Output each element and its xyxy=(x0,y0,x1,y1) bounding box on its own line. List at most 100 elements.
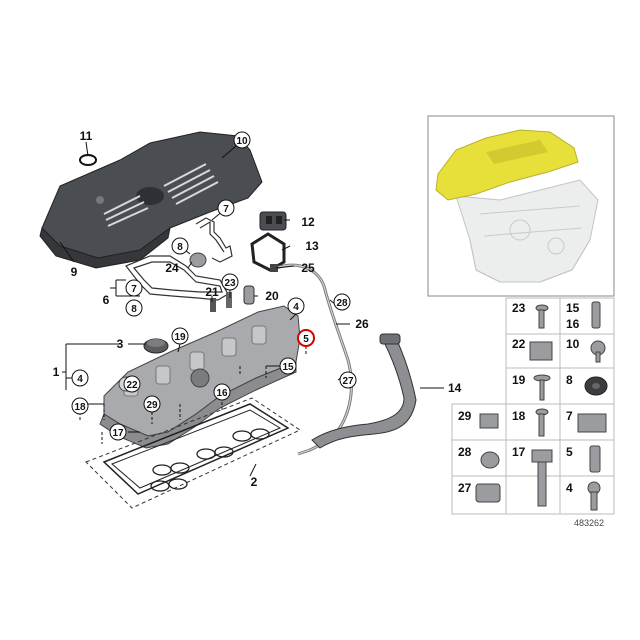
callout-26: 26 xyxy=(355,317,369,331)
engine-location-thumbnail xyxy=(427,115,615,297)
gasket-13 xyxy=(250,232,286,272)
callout-7-upper: 7 xyxy=(217,199,235,217)
svg-text:8: 8 xyxy=(566,373,573,387)
svg-text:7: 7 xyxy=(223,204,229,215)
callout-4-upper: 4 xyxy=(287,297,305,315)
callout-8-upper: 8 xyxy=(171,237,189,255)
svg-text:16: 16 xyxy=(216,388,228,399)
callout-5-highlighted: 5 xyxy=(297,329,315,347)
svg-text:10: 10 xyxy=(566,337,580,351)
vent-pipe-14 xyxy=(311,333,417,449)
svg-text:4: 4 xyxy=(293,302,299,313)
gasket-set-2 xyxy=(85,397,302,509)
svg-text:28: 28 xyxy=(336,298,348,309)
svg-text:21: 21 xyxy=(205,285,219,299)
callout-10: 10 xyxy=(233,131,251,149)
callout-4-lower: 4 xyxy=(71,369,89,387)
svg-text:7: 7 xyxy=(131,284,137,295)
fastener-28: 28 xyxy=(458,445,500,469)
svg-text:5: 5 xyxy=(566,445,573,459)
callout-1: 1 xyxy=(53,365,60,379)
svg-text:13: 13 xyxy=(305,239,319,253)
callout-16-main: 16 xyxy=(213,383,231,401)
fastener-7: 7 xyxy=(566,409,607,433)
fastener-5: 5 xyxy=(566,445,601,473)
svg-text:17: 17 xyxy=(512,445,526,459)
svg-text:25: 25 xyxy=(301,261,315,275)
vent-hose xyxy=(275,263,353,456)
callout-25: 25 xyxy=(301,261,315,275)
svg-text:6: 6 xyxy=(103,293,110,307)
callout-7-lower: 7 xyxy=(125,279,143,297)
svg-text:4: 4 xyxy=(566,481,573,495)
fastener-27: 27 xyxy=(458,481,501,503)
fastener-23: 23 xyxy=(512,301,549,329)
svg-text:3: 3 xyxy=(117,337,124,351)
svg-text:15: 15 xyxy=(566,301,580,315)
svg-text:8: 8 xyxy=(177,242,183,253)
svg-text:23: 23 xyxy=(512,301,526,315)
svg-text:19: 19 xyxy=(174,332,186,343)
fastener-15-16: 15 16 xyxy=(566,301,601,331)
svg-text:7: 7 xyxy=(566,409,573,423)
svg-text:18: 18 xyxy=(74,402,86,413)
svg-text:20: 20 xyxy=(265,289,279,303)
svg-text:29: 29 xyxy=(458,409,472,423)
callout-18-main: 18 xyxy=(71,397,89,415)
callout-23: 23 xyxy=(221,273,239,291)
fastener-29: 29 xyxy=(458,409,499,429)
sealing-ring-11 xyxy=(79,154,97,166)
callout-6: 6 xyxy=(103,293,110,307)
fastener-grid: 483262 xyxy=(451,297,615,528)
callouts: 11 10 9 7 12 8 13 24 25 7 6 8 23 21 20 2… xyxy=(53,129,462,489)
fastener-10: 10 xyxy=(566,337,606,363)
svg-text:15: 15 xyxy=(282,362,294,373)
callout-8-lower: 8 xyxy=(125,299,143,317)
fastener-22: 22 xyxy=(512,337,553,361)
filler-cap-3 xyxy=(143,338,169,354)
svg-text:4: 4 xyxy=(77,374,83,385)
svg-text:17: 17 xyxy=(112,428,124,439)
svg-text:5: 5 xyxy=(303,334,309,345)
svg-text:23: 23 xyxy=(224,278,236,289)
callout-29-main: 29 xyxy=(143,395,161,413)
callout-3: 3 xyxy=(117,337,124,351)
fastener-19: 19 xyxy=(512,373,551,401)
callout-15-main: 15 xyxy=(279,357,297,375)
fastener-4: 4 xyxy=(566,481,601,511)
svg-text:8: 8 xyxy=(131,304,137,315)
svg-text:10: 10 xyxy=(236,136,248,147)
callout-19-main: 19 xyxy=(171,327,189,345)
image-number: 483262 xyxy=(574,518,604,528)
callout-13: 13 xyxy=(305,239,319,253)
callout-20: 20 xyxy=(265,289,279,303)
grommet-24 xyxy=(189,252,207,268)
svg-text:14: 14 xyxy=(448,381,462,395)
cover-gasket-upper xyxy=(195,217,233,263)
svg-text:27: 27 xyxy=(342,376,354,387)
svg-text:12: 12 xyxy=(301,215,315,229)
svg-text:19: 19 xyxy=(512,373,526,387)
callout-2: 2 xyxy=(251,475,258,489)
callout-17-main: 17 xyxy=(109,423,127,441)
callout-27-main: 27 xyxy=(339,371,357,389)
part-20 xyxy=(243,285,255,305)
svg-text:28: 28 xyxy=(458,445,472,459)
svg-text:27: 27 xyxy=(458,481,472,495)
callout-22-main: 22 xyxy=(123,375,141,393)
part-21 xyxy=(210,298,216,312)
svg-text:9: 9 xyxy=(71,265,78,279)
svg-text:2: 2 xyxy=(251,475,258,489)
fastener-8: 8 xyxy=(566,373,608,396)
svg-text:24: 24 xyxy=(165,261,179,275)
callout-9: 9 xyxy=(71,265,78,279)
fastener-17: 17 xyxy=(512,445,553,507)
callout-21: 21 xyxy=(205,285,219,299)
svg-text:22: 22 xyxy=(126,380,138,391)
svg-text:26: 26 xyxy=(355,317,369,331)
callout-11: 11 xyxy=(80,129,93,143)
engine-cover xyxy=(39,131,263,269)
part-23 xyxy=(226,292,232,308)
svg-text:18: 18 xyxy=(512,409,526,423)
